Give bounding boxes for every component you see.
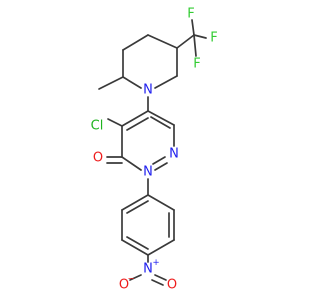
bond-c5-cf3 — [176, 34, 195, 49]
pyridazine-nitrogen-2: N — [143, 165, 153, 180]
bond-ring-c4-c5-double — [126, 117, 149, 131]
bond-ring-n2-c3 — [121, 156, 142, 171]
bond-ph-6-double — [126, 200, 149, 214]
nitro-nitrogen-charge: + — [152, 258, 159, 268]
bond-c4-cl — [107, 118, 123, 127]
bond-ring-c4-c5 — [121, 110, 149, 127]
fluorine-atom-2: F — [210, 31, 217, 46]
bond-pip-n-c6 — [154, 75, 178, 89]
nitro-oxygen-1-charge: − — [127, 274, 134, 284]
molecule-structure: F F F N Cl O N N N + O − O — [91, 7, 218, 293]
bonds — [98, 19, 207, 286]
bond-ph-4-double — [126, 236, 149, 250]
bond-ph-4 — [121, 239, 149, 256]
bond-pip-c2-n — [122, 76, 142, 89]
nitro-nitrogen: N — [143, 262, 153, 277]
bond-ring-n1-n2-double — [152, 156, 166, 165]
bond-ph-6 — [121, 194, 149, 211]
fluorine-atom-3: F — [193, 57, 200, 72]
bond-nitro-o1 — [129, 274, 142, 281]
bond-cf3-f3 — [193, 34, 197, 57]
nitro-oxygen-2: O — [167, 278, 177, 293]
bond-c2-methyl — [98, 76, 124, 90]
chlorine-atom: Cl — [91, 119, 104, 134]
bond-ring-c5-c6 — [147, 110, 175, 126]
piperidine-nitrogen: N — [143, 83, 153, 98]
bond-ring-c6-c6-double — [150, 116, 171, 129]
bond-pip-c4-c3 — [122, 34, 149, 51]
atom-labels: F F F N Cl O N N N + O − O — [91, 7, 218, 293]
fluorine-atom-1: F — [187, 7, 194, 22]
nitro-oxygen-1: O — [119, 278, 129, 293]
bond-pip-c5-c4 — [147, 34, 178, 49]
bond-nitro-o2 — [154, 274, 167, 281]
carbonyl-oxygen: O — [93, 151, 103, 166]
bond-nitro-o2-double — [151, 279, 164, 286]
bond-cf3-f2 — [193, 34, 207, 39]
bond-cf3-f1 — [191, 19, 195, 36]
bond-ph-1 — [147, 194, 175, 211]
bond-ring-n1-n2 — [154, 162, 168, 171]
pyridazine-nitrogen-1: N — [169, 147, 179, 162]
bond-ph-3 — [147, 239, 175, 256]
